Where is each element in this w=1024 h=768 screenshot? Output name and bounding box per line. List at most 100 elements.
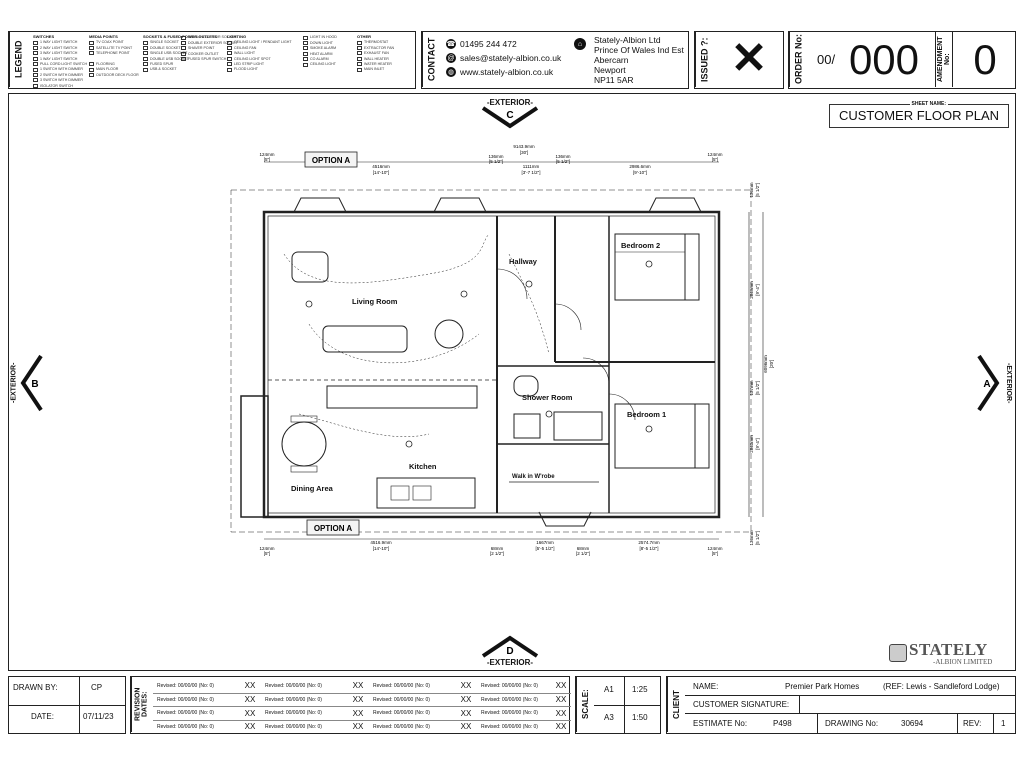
- legend-item-label: FLOORING: [96, 62, 115, 67]
- revision-date: Revised: 00/00/00 (No: 0): [481, 696, 538, 703]
- legend-item: ISOLATOR SWITCH: [33, 83, 87, 88]
- drawing-label: DRAWING No:: [825, 719, 879, 728]
- kitchen-lower-counter: [376, 477, 476, 509]
- legend-item: SHAVER POINT: [181, 46, 238, 51]
- contact-web[interactable]: www.stately-albion.co.uk: [460, 67, 554, 77]
- drawing-value: 30694: [901, 719, 924, 728]
- legend-item: COOKER OUTLET: [181, 51, 238, 56]
- address-line-5: NP11 5AR: [594, 75, 634, 85]
- globe-icon: ◍: [446, 67, 456, 77]
- dim-top-0-ft: [5"]: [264, 157, 271, 162]
- legend-symbol-icon: [357, 56, 362, 61]
- legend-symbol-icon: [357, 67, 362, 72]
- exterior-left-letter: B: [31, 379, 38, 390]
- revision-initials: XX: [460, 722, 472, 731]
- exterior-right-arrow-icon: A: [977, 354, 1000, 412]
- dim-right-1-ft: [9'-4"]: [755, 284, 760, 295]
- revision-initials: XX: [460, 695, 472, 704]
- room-wardrobe: Walk in W'robe: [512, 474, 555, 480]
- legend-item-label: THERMOSTAT: [364, 40, 389, 45]
- legend-symbol-icon: [303, 62, 308, 67]
- revision-label: REVISION DATES:: [131, 677, 151, 732]
- contact-email[interactable]: sales@stately-albion.co.uk: [460, 53, 562, 63]
- dim-right-3-ft: [9'-4"]: [755, 438, 760, 449]
- contact-phone[interactable]: 01495 244 472: [460, 39, 517, 49]
- legend-item: FUSED SPUR SWITCH: [181, 57, 238, 62]
- legend-item-label: TV COAX POINT: [96, 40, 124, 45]
- company-logo: STATELY -ALBION LIMITED: [889, 640, 1009, 668]
- contact-web-row: ◍ www.stately-albion.co.uk: [446, 65, 561, 79]
- estimate-value: P498: [773, 719, 792, 728]
- date-value: 07/11/23: [83, 712, 114, 721]
- legend-item: 3 SWITCH WITH DIMMER: [33, 78, 87, 83]
- legend-symbol-icon: [181, 35, 186, 40]
- legend-symbol-icon: [357, 62, 362, 67]
- revision-date: Revised: 00/00/00 (No: 0): [373, 710, 430, 716]
- legend-item-label: DOWN LIGHT: [310, 40, 333, 45]
- legend-column-title: MEDIA POINTS: [89, 34, 118, 39]
- legend-item: TV COAX POINT: [89, 40, 139, 45]
- customer-signature-field[interactable]: [799, 695, 1015, 713]
- dim-right-4-mm: 136mm: [749, 530, 754, 545]
- window-bottom: [538, 511, 592, 527]
- scale-panel: SCALE: A1 1:25 A3 1:50: [575, 676, 661, 734]
- legend-symbol-icon: [143, 62, 148, 67]
- email-icon: @: [446, 53, 456, 63]
- option-top-box: [304, 151, 358, 168]
- dim-bottom-1-mm: 4516.9mm: [370, 540, 392, 545]
- customer-signature-label: CUSTOMER SIGNATURE:: [693, 700, 790, 709]
- legend-item: PULL CORD LIGHT SWITCH: [33, 62, 87, 67]
- shower-tray: [553, 411, 603, 441]
- revision-date: Revised: 00/00/00 (No: 0): [157, 723, 214, 730]
- drawn-by-panel: DRAWN BY: CP DATE: 07/11/23: [8, 676, 126, 734]
- legend-item-label: LED STRIP LIGHT: [234, 62, 265, 67]
- issued-label: ISSUED ?:: [695, 32, 713, 87]
- legend-symbol-icon: [227, 56, 232, 61]
- logo-name: STATELY: [909, 640, 988, 659]
- legend-item: HEAT ALARM: [303, 51, 337, 56]
- legend-item: CO ALARM: [303, 57, 337, 62]
- legend-symbol-icon: [303, 41, 308, 46]
- exterior-bottom-arrow-icon: D: [481, 635, 539, 658]
- logo-emblem-icon: [889, 644, 907, 662]
- order-panel: ORDER No: 00/ 000 AMENDMENT No: 0: [788, 31, 1016, 89]
- revision-date: Revised: 00/00/00 (No: 0): [265, 723, 322, 730]
- legend-symbol-icon: [33, 51, 38, 56]
- drawn-by-label: DRAWN BY:: [13, 683, 58, 692]
- client-name-label: NAME:: [693, 682, 719, 691]
- scale-label: SCALE:: [576, 677, 594, 732]
- legend-symbol-icon: [143, 46, 148, 51]
- contact-label: CONTACT: [422, 32, 440, 87]
- dim-top-2-mm: 136mm: [488, 154, 503, 159]
- wiring-kitchen: [298, 413, 430, 437]
- legend-symbol-icon: [227, 40, 232, 45]
- legend-column-title: LIGHTING: [227, 34, 247, 39]
- legend-item: CEILING LIGHT SPOT: [227, 56, 292, 61]
- legend-item: 1 SWITCH WITH DIMMER: [33, 67, 87, 72]
- legend-item: SINGLE USB SOCKET: [143, 51, 217, 56]
- legend-item: CEILING LIGHT: [303, 62, 337, 67]
- revision-rows: Revised: 00/00/00 (No: 0) XX Revised: 00/0…: [153, 677, 571, 733]
- amendment-label: AMENDMENT No:: [935, 32, 953, 87]
- dim-top-5-mm: 2986.6mm: [629, 164, 651, 169]
- legend-item-label: WALL LIGHT: [234, 51, 256, 56]
- drawing-area: SHEET NAME: CUSTOMER FLOOR PLAN -EXTERIO…: [8, 93, 1016, 671]
- revision-row: Revised: 00/00/00 (No: 0) XX Revised: 00/0…: [153, 719, 571, 733]
- legend-item: LED STRIP LIGHT: [227, 62, 292, 67]
- legend-item: SMOKE ALARM: [303, 46, 337, 51]
- location-icon: ⌂: [574, 38, 586, 50]
- date-label: DATE:: [31, 712, 54, 721]
- dim-right-0-ft: [5 1/2"]: [755, 183, 760, 197]
- room-dining: Dining Area: [291, 484, 334, 493]
- dining-table: [281, 421, 327, 467]
- dim-top-0-mm: 124mm: [259, 152, 274, 157]
- dim-bottom-0-ft: [5"]: [264, 551, 271, 556]
- dim-top-1-mm: 4516mm: [372, 164, 390, 169]
- legend-symbol-icon: [33, 40, 38, 45]
- dim-right-4-ft: [5 1/2"]: [755, 531, 760, 545]
- legend-item: 2 WAY LIGHT SWITCH: [33, 45, 87, 51]
